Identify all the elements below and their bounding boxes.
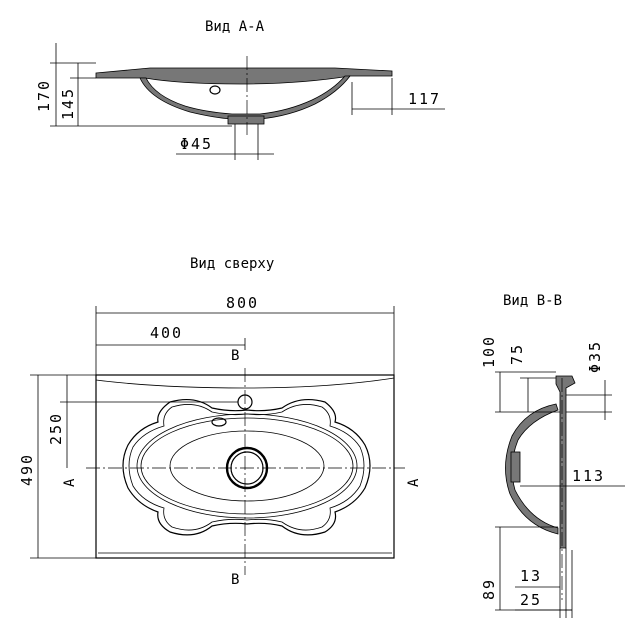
section-mark-b-bottom: В [231, 572, 239, 588]
dim-75: 75 [508, 343, 526, 365]
overflow-hole [209, 85, 221, 95]
section-bb-bowl [505, 403, 559, 535]
section-mark-a-right: А [406, 478, 422, 487]
dim-250: 250 [47, 412, 65, 445]
section-aa-view: Вид А-А 170 145 117 Φ45 [35, 19, 445, 160]
top-view-title: Вид сверху [190, 256, 274, 272]
dim-400: 400 [150, 324, 183, 342]
overflow-slot [211, 417, 227, 427]
dim-35: Φ35 [586, 340, 604, 373]
dim-drain-45: Φ45 [180, 135, 213, 153]
dim-170: 170 [35, 79, 53, 112]
section-mark-a-left: А [62, 478, 78, 487]
dim-145: 145 [59, 87, 77, 120]
section-aa-title: Вид А-А [205, 19, 265, 35]
section-aa-drain [227, 115, 265, 125]
section-bb-title: Вид В-В [503, 293, 562, 309]
top-view: Вид сверху В В А А 800 400 [18, 256, 422, 588]
dim-113: 113 [572, 467, 605, 485]
basin-outer [136, 413, 358, 519]
section-bb-back [555, 375, 576, 549]
dim-13: 13 [520, 567, 542, 585]
dim-25: 25 [520, 591, 542, 609]
dim-117: 117 [408, 90, 441, 108]
dim-800: 800 [226, 294, 259, 312]
back-edge [95, 377, 395, 389]
basin-outer-2 [140, 417, 354, 515]
section-bb-view: Вид В-В 100 75 Φ35 113 13 89 25 [480, 293, 625, 618]
basin-inner [169, 430, 325, 502]
section-aa-bowl [139, 75, 351, 120]
dim-89: 89 [480, 578, 498, 600]
section-bb-drain [510, 451, 521, 483]
section-mark-b-top: В [231, 348, 239, 364]
bowl-rim [122, 398, 371, 536]
dim-100: 100 [480, 335, 498, 368]
dim-490: 490 [18, 453, 36, 486]
bowl-rim-inner [128, 404, 365, 531]
